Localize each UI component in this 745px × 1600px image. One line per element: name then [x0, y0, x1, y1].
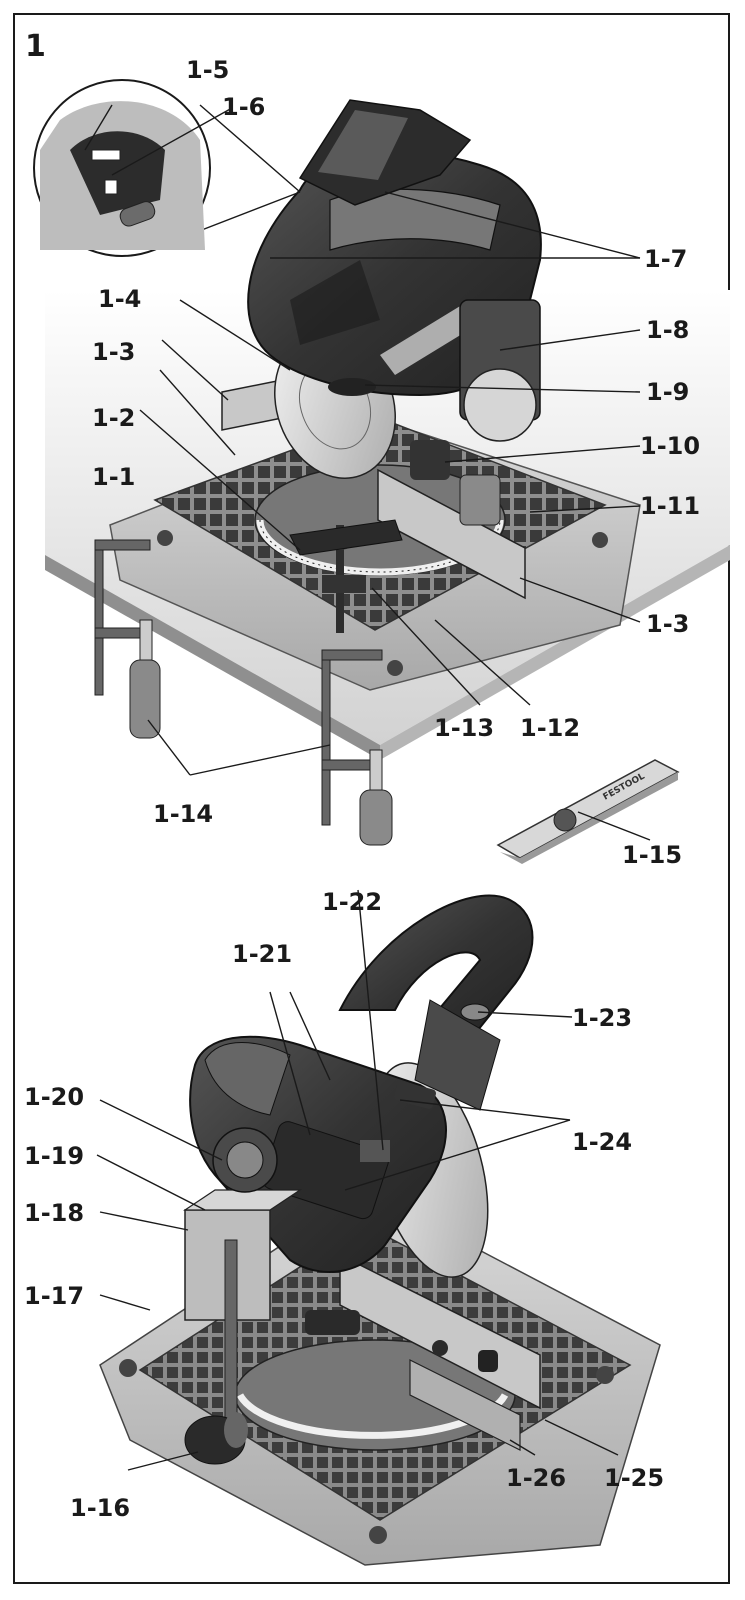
- callout-1-26: 1-26: [506, 1464, 566, 1492]
- callout-1-12: 1-12: [520, 714, 580, 742]
- rotation-knob: [184, 1412, 248, 1465]
- callout-1-11: 1-11: [640, 492, 700, 520]
- callout-1-1: 1-1: [92, 463, 135, 491]
- callout-1-3-left: 1-3: [92, 338, 135, 366]
- slide-guide-bottom: [183, 1127, 360, 1421]
- detail-callout-circle: [33, 79, 301, 257]
- leader-lines: [84, 104, 651, 1471]
- screw-clamps: [94, 539, 393, 846]
- callout-1-13: 1-13: [434, 714, 494, 742]
- callout-1-20: 1-20: [24, 1083, 84, 1111]
- callout-1-22: 1-22: [322, 888, 382, 916]
- callout-1-5: 1-5: [186, 56, 229, 84]
- callout-1-4: 1-4: [98, 285, 141, 313]
- angle-transfer-accessory: FESTOOL: [496, 759, 680, 864]
- callout-1-18: 1-18: [24, 1199, 84, 1227]
- bevel-mechanism-top: [410, 299, 541, 526]
- callout-1-14: 1-14: [153, 800, 213, 828]
- saw-handle-bottom: [338, 894, 534, 1111]
- callout-1-19: 1-19: [24, 1142, 84, 1170]
- callout-1-16: 1-16: [70, 1494, 130, 1522]
- workpiece-clamp: [289, 519, 403, 633]
- callout-1-24: 1-24: [572, 1128, 632, 1156]
- fence-bottom: [339, 1253, 541, 1451]
- figure-number: 1: [25, 29, 46, 64]
- callout-1-10: 1-10: [640, 432, 700, 460]
- callout-1-7: 1-7: [644, 245, 687, 273]
- callout-1-15: 1-15: [622, 841, 682, 869]
- callout-1-9: 1-9: [646, 378, 689, 406]
- callout-1-23: 1-23: [572, 1004, 632, 1032]
- battery-top: [298, 99, 472, 206]
- callout-1-17: 1-17: [24, 1282, 84, 1310]
- callout-1-3-right: 1-3: [646, 610, 689, 638]
- callout-1-2: 1-2: [92, 404, 135, 432]
- callout-1-25: 1-25: [604, 1464, 664, 1492]
- callout-1-21: 1-21: [232, 940, 292, 968]
- callout-1-8: 1-8: [646, 316, 689, 344]
- callout-1-6: 1-6: [222, 93, 265, 121]
